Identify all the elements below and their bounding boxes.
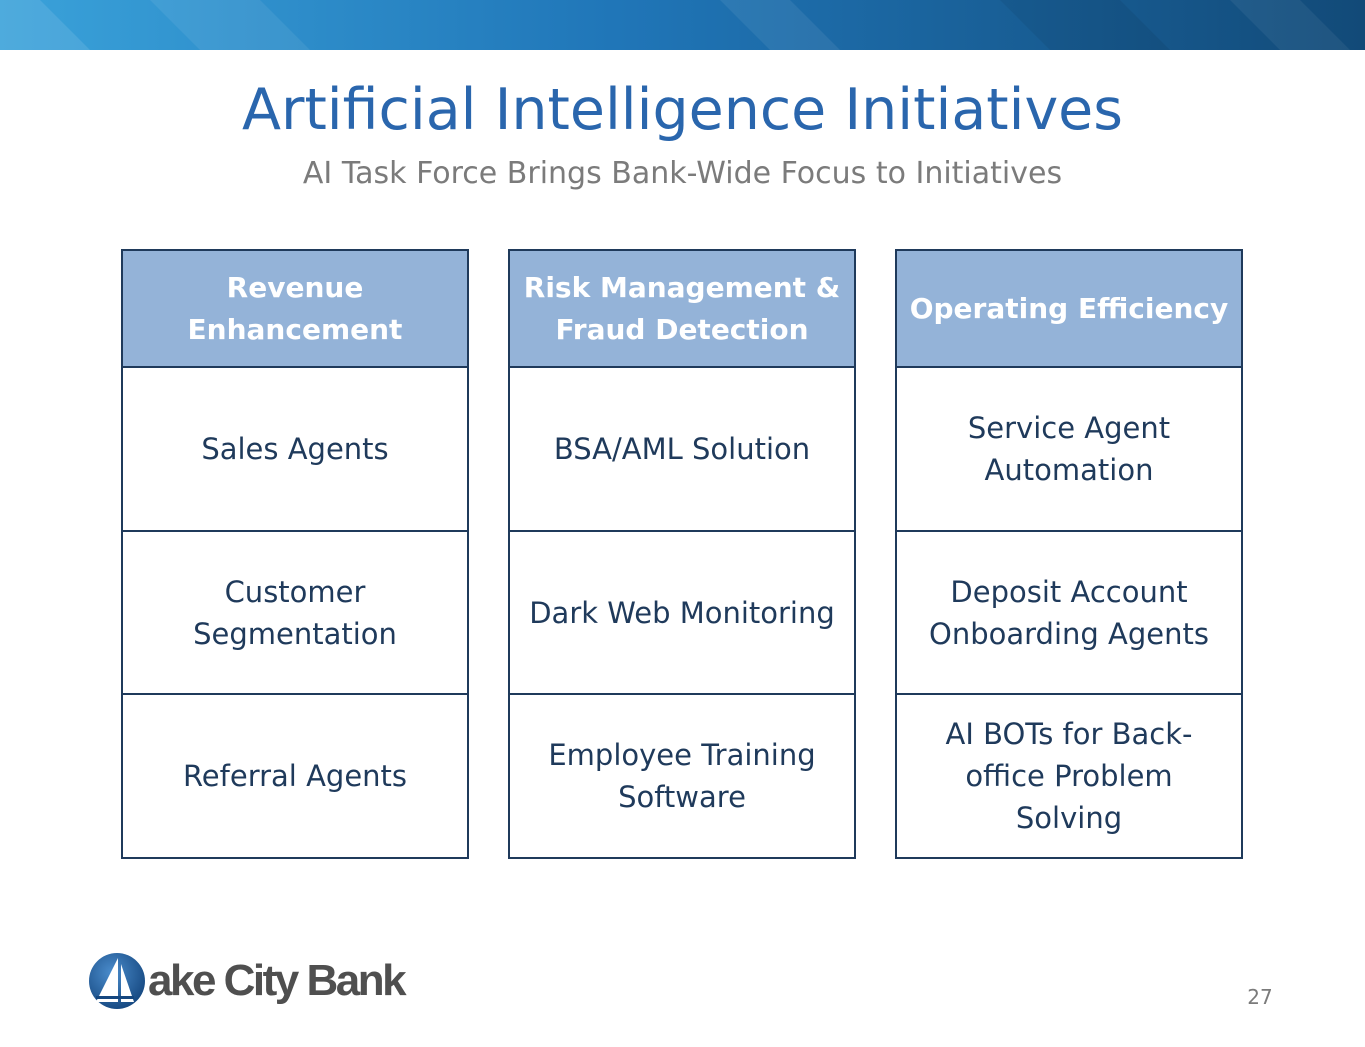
- sailboat-globe-icon: [89, 953, 145, 1009]
- initiative-cell: Dark Web Monitoring: [510, 529, 854, 694]
- initiative-cell: Referral Agents: [123, 693, 467, 857]
- initiative-cell: Employee Training Software: [510, 693, 854, 857]
- bank-logo: ake City Bank: [88, 950, 407, 1012]
- initiative-cell: Service Agent Automation: [967, 410, 1171, 487]
- initiative-cell: BSA/AML Solution: [553, 431, 811, 466]
- logo-text: ake City Bank: [148, 956, 407, 1005]
- initiative-cell: AI BOTs for Back-office Problem Solving: [897, 693, 1241, 857]
- column-header: Operating Efficiency: [897, 251, 1241, 368]
- initiative-cell: Customer Segmentation: [123, 529, 467, 694]
- column-header: Revenue Enhancement: [123, 251, 467, 368]
- initiative-column-revenue: Revenue Enhancement Sales Agents Custome…: [121, 249, 469, 859]
- top-banner: [0, 0, 1365, 50]
- slide-title: Artificial Intelligence Initiatives: [242, 77, 1123, 143]
- initiative-column-efficiency: Operating Efficiency Service Agent Autom…: [895, 249, 1243, 859]
- initiative-cell: Deposit Account Onboarding Agents: [897, 529, 1241, 694]
- slide-subtitle: AI Task Force Brings Bank-Wide Focus to …: [302, 156, 1063, 191]
- column-header: Risk Management & Fraud Detection: [510, 251, 854, 368]
- page-number: 27: [1247, 985, 1273, 1009]
- initiative-cell: Sales Agents: [201, 431, 389, 466]
- initiative-column-risk: Risk Management & Fraud Detection BSA/AM…: [508, 249, 856, 859]
